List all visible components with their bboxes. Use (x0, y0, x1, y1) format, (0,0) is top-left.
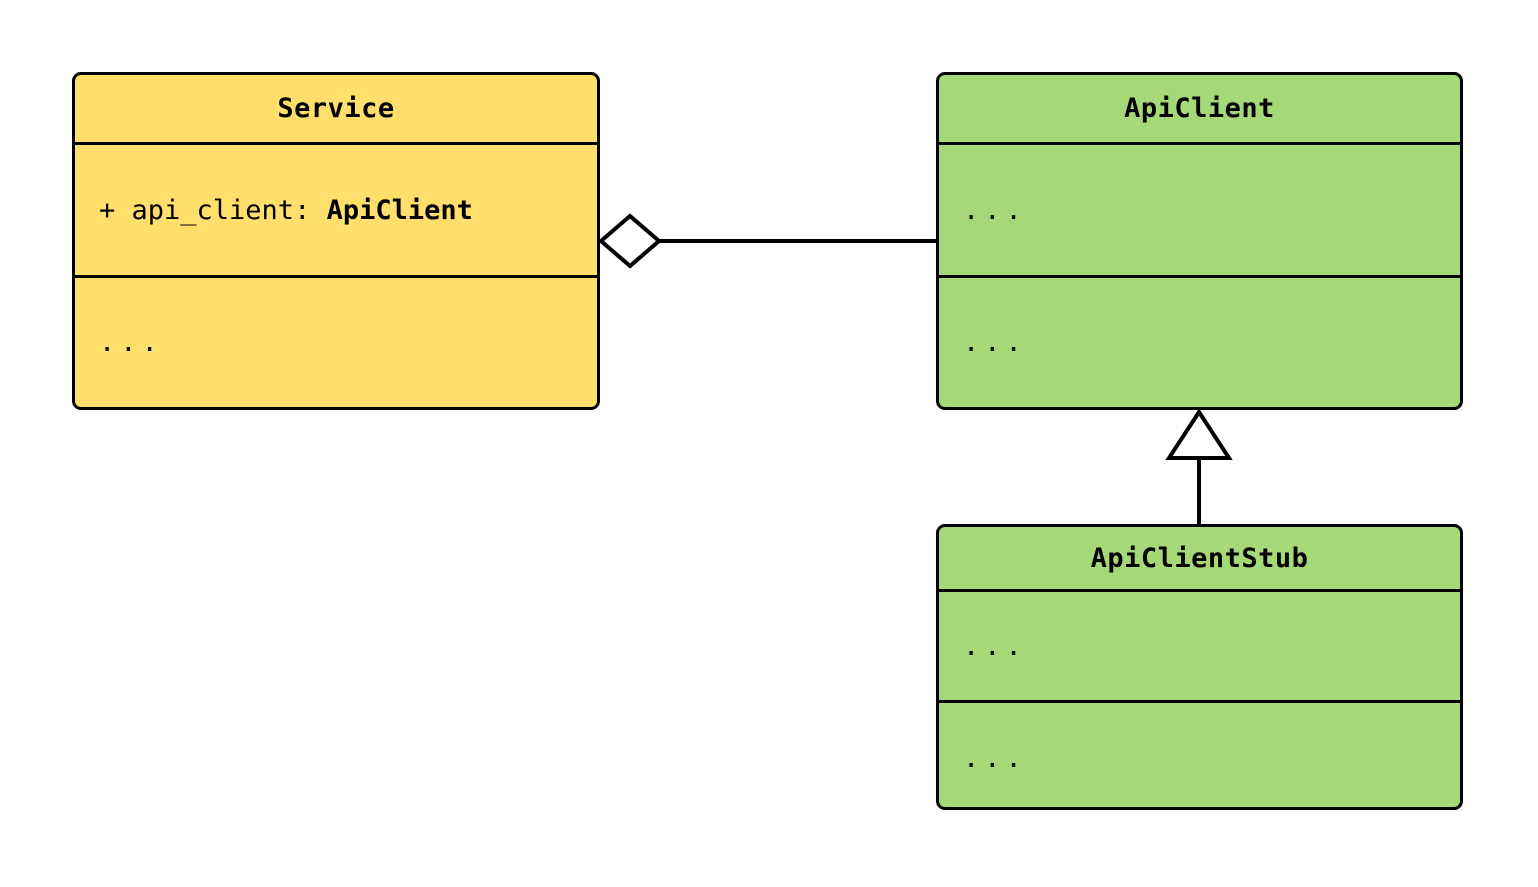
relationship-generalization-apiclientstub-apiclient[interactable] (1165, 408, 1233, 524)
class-methods-apiclientstub-ellipsis: ... (963, 742, 1027, 774)
attribute-api-client-type: ApiClient (326, 194, 473, 226)
class-box-service[interactable]: Service + api_client: ApiClient ... (72, 72, 600, 410)
class-attributes-apiclient: ... (939, 142, 1460, 275)
class-name-apiclient: ApiClient (1124, 93, 1275, 124)
relationship-aggregation-service-apiclient[interactable] (597, 213, 936, 269)
class-header-apiclientstub: ApiClientStub (939, 527, 1460, 589)
class-name-service: Service (277, 93, 395, 124)
class-name-apiclientstub: ApiClientStub (1090, 542, 1309, 574)
class-methods-apiclient: ... (939, 275, 1460, 407)
attribute-api-client: + api_client: ApiClient (99, 197, 473, 224)
class-methods-service-ellipsis: ... (99, 327, 163, 358)
class-box-apiclientstub[interactable]: ApiClientStub ... ... (936, 524, 1463, 810)
class-header-service: Service (75, 75, 597, 142)
class-box-apiclient[interactable]: ApiClient ... ... (936, 72, 1463, 410)
class-attributes-apiclientstub: ... (939, 589, 1460, 700)
hollow-diamond-icon (597, 213, 663, 269)
class-methods-service: ... (75, 275, 597, 407)
hollow-triangle-icon (1165, 408, 1233, 460)
class-attributes-service: + api_client: ApiClient (75, 142, 597, 275)
class-attributes-apiclientstub-ellipsis: ... (963, 630, 1027, 662)
class-methods-apiclient-ellipsis: ... (963, 327, 1027, 358)
attribute-api-client-label: + api_client: (99, 194, 327, 226)
class-attributes-apiclient-ellipsis: ... (963, 194, 1027, 226)
class-header-apiclient: ApiClient (939, 75, 1460, 142)
class-methods-apiclientstub: ... (939, 700, 1460, 807)
